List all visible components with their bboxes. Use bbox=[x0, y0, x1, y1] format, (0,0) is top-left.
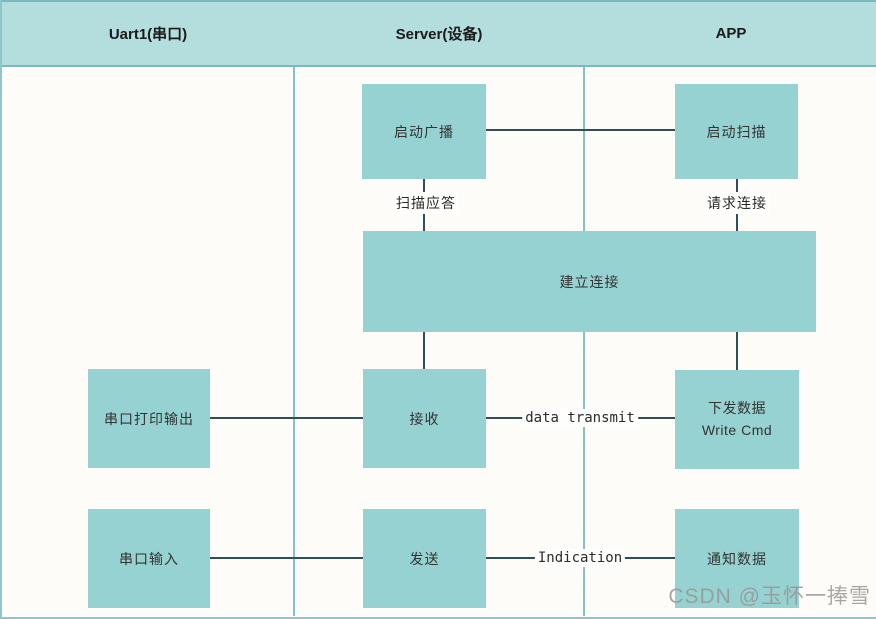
edge-label-request-connect: 请求连接 bbox=[704, 192, 770, 214]
edge-uartout-to-receive bbox=[210, 417, 363, 419]
node-uart-input: 串口输入 bbox=[88, 509, 210, 608]
lane-header-uart1: Uart1(串口) bbox=[108, 26, 188, 43]
node-label: 发送 bbox=[409, 550, 440, 567]
node-label: 通知数据 bbox=[707, 550, 767, 567]
node-sublabel: Write Cmd bbox=[701, 421, 773, 438]
node-label: 串口输入 bbox=[119, 550, 179, 567]
lane-divider-1 bbox=[293, 0, 295, 616]
node-send: 发送 bbox=[363, 509, 486, 608]
lane-header-row: Uart1(串口) Server(设备) APP bbox=[2, 0, 876, 67]
node-label: 串口打印输出 bbox=[104, 410, 194, 427]
node-start-broadcast: 启动广播 bbox=[362, 84, 486, 179]
lane-header-server: Server(设备) bbox=[395, 26, 483, 43]
node-label: 接收 bbox=[409, 410, 440, 427]
edge-broadcast-to-scan bbox=[486, 129, 675, 131]
node-label: 建立连接 bbox=[559, 273, 620, 290]
edge-connection-to-receive bbox=[423, 332, 425, 370]
edge-label-scan-response: 扫描应答 bbox=[393, 192, 459, 214]
node-uart-print-output: 串口打印输出 bbox=[88, 369, 210, 468]
edge-uartin-to-send bbox=[210, 557, 363, 559]
lane-header-app: APP bbox=[715, 25, 747, 42]
edge-label-indication: Indication bbox=[534, 549, 626, 567]
node-notify-data: 通知数据 bbox=[675, 509, 799, 608]
edge-connection-to-write bbox=[736, 332, 738, 370]
node-receive: 接收 bbox=[363, 369, 486, 468]
node-label: 启动扫描 bbox=[706, 123, 767, 140]
csdn-watermark: CSDN @玉怀一捧雪 bbox=[668, 585, 871, 608]
edge-label-data-transmit: data transmit bbox=[522, 409, 638, 427]
node-establish-connection: 建立连接 bbox=[363, 231, 816, 332]
node-write-cmd: 下发数据 Write Cmd bbox=[675, 370, 799, 469]
node-label: 下发数据 bbox=[708, 399, 766, 416]
node-label: 启动广播 bbox=[394, 123, 454, 140]
node-start-scan: 启动扫描 bbox=[675, 84, 798, 179]
